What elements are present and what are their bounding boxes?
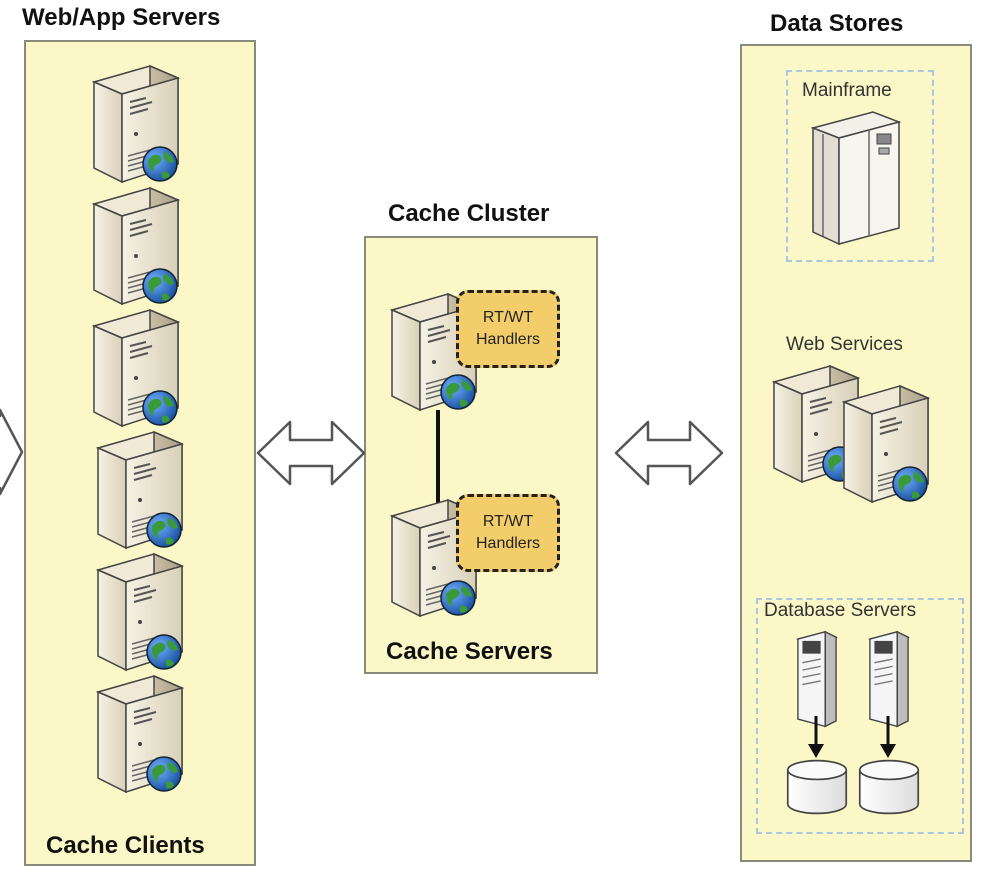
web-app-servers-title: Web/App Servers xyxy=(22,4,221,31)
handler-line2: Handlers xyxy=(475,535,541,552)
web-servers xyxy=(93,65,183,793)
web-services-label: Web Services xyxy=(786,334,903,355)
data-stores-title: Data Stores xyxy=(770,10,904,37)
rtwt-handlers-box: RT/WT Handlers xyxy=(456,290,560,368)
mainframe-label: Mainframe xyxy=(802,80,892,101)
handler-line1: RT/WT xyxy=(482,513,534,530)
handler-line2: Handlers xyxy=(475,331,541,348)
database-servers-group xyxy=(756,598,964,834)
server-icon xyxy=(97,431,183,549)
mainframe-group xyxy=(786,70,934,262)
handler-line1: RT/WT xyxy=(482,309,534,326)
double-arrow-icon xyxy=(256,420,366,486)
database-icon xyxy=(786,759,848,815)
database-server-icon xyxy=(797,631,837,728)
cache-cluster-title: Cache Cluster xyxy=(388,200,550,227)
database-server-icon xyxy=(869,631,909,728)
cache-clients-label: Cache Clients xyxy=(46,832,205,859)
server-icon xyxy=(93,65,179,183)
server-icon xyxy=(93,309,179,427)
mainframe-icon xyxy=(812,111,900,245)
database-servers-label: Database Servers xyxy=(764,600,917,621)
incoming-arrow-icon xyxy=(0,408,24,496)
server-icon xyxy=(843,385,929,503)
double-arrow-icon xyxy=(614,420,724,486)
cache-servers-label: Cache Servers xyxy=(386,638,553,665)
server-icon xyxy=(97,553,183,671)
server-icon xyxy=(93,187,179,305)
server-icon xyxy=(97,675,183,793)
rtwt-handlers-box: RT/WT Handlers xyxy=(456,494,560,572)
database-icon xyxy=(858,759,920,815)
